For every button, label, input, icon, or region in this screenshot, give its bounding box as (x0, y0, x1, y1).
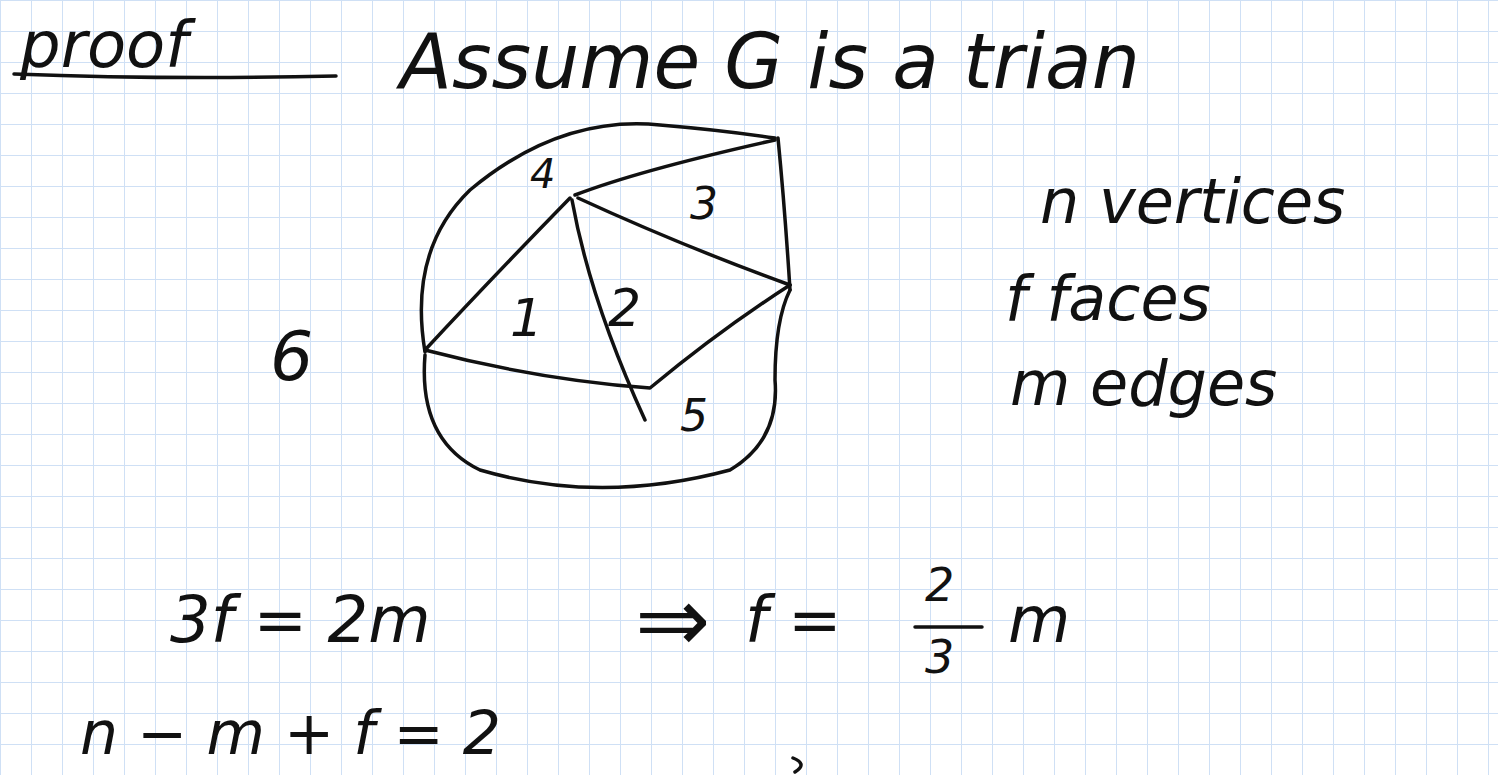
heading-word: proof (20, 10, 188, 80)
statement-text: Assume G is a trian (400, 20, 1140, 104)
face-number: 1 (510, 290, 543, 347)
stroke-fragment (793, 758, 801, 772)
graph-edge (425, 285, 790, 388)
graph-edge (778, 138, 790, 290)
variable-definition: n vertices (1040, 168, 1345, 236)
implies-arrow: ⇒ (635, 570, 710, 669)
fraction-denominator: 3 (925, 632, 954, 683)
equation-text: n − m + f = 2 (80, 700, 501, 766)
equation-text: f = (745, 585, 842, 655)
fraction-bar (915, 625, 982, 629)
graph-edge (578, 198, 790, 285)
variable-definition: f faces (1005, 265, 1211, 333)
face-number: 3 (690, 180, 718, 228)
face-number: 6 (270, 320, 313, 395)
graph-edge (425, 198, 570, 350)
equation-text: 3f = 2m (170, 585, 431, 655)
graph-edge (424, 290, 790, 488)
graph-edge (575, 140, 775, 195)
face-number: 2 (608, 280, 641, 337)
graph-edge (421, 124, 775, 352)
face-number: 5 (680, 392, 708, 440)
equation-text: m (1008, 585, 1070, 655)
vertex-number: 4 (530, 152, 555, 196)
variable-definition: m edges (1010, 350, 1277, 418)
fraction-numerator: 2 (925, 560, 954, 611)
